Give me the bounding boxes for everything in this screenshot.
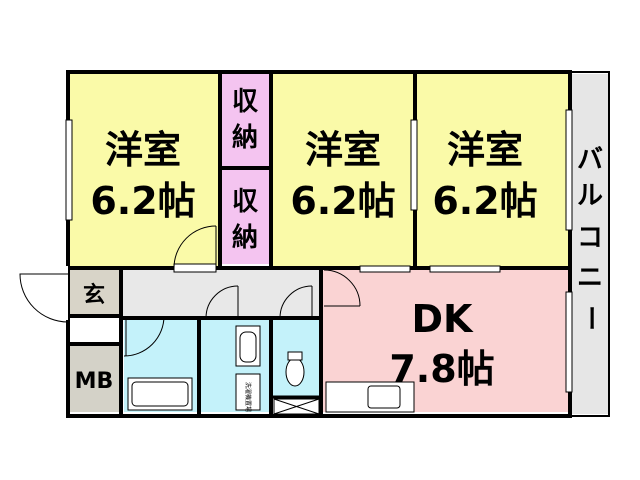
western-room-2-name: 洋室 bbox=[305, 128, 381, 172]
kitchen-counter bbox=[325, 381, 415, 413]
balcony-char-5: ー bbox=[575, 305, 605, 331]
closet-2 bbox=[221, 170, 270, 264]
walls bbox=[66, 70, 610, 418]
western-room-2 bbox=[272, 74, 414, 266]
windows bbox=[65, 109, 573, 393]
closet-2-line1: 収 bbox=[232, 187, 259, 217]
western-room-3-name: 洋室 bbox=[447, 128, 523, 172]
balcony-char-2: ル bbox=[577, 181, 603, 211]
bathtub bbox=[127, 377, 193, 411]
pipe-space bbox=[273, 398, 320, 415]
dk-name: DK bbox=[412, 297, 475, 341]
entrance-label: 玄 bbox=[83, 282, 105, 308]
western-room-1 bbox=[68, 74, 220, 266]
western-room-1-name: 洋室 bbox=[105, 128, 181, 172]
closet-1-line1: 収 bbox=[232, 87, 259, 117]
entrance bbox=[68, 270, 120, 316]
western-room-3-size: 6.2帖 bbox=[432, 179, 537, 223]
closet-1-line2: 納 bbox=[232, 122, 258, 153]
western-room-1-size: 6.2帖 bbox=[90, 179, 195, 223]
balcony bbox=[571, 74, 609, 414]
sink bbox=[235, 325, 261, 367]
doors bbox=[19, 225, 361, 357]
closet-2-line2: 納 bbox=[232, 222, 258, 253]
closet-1 bbox=[221, 74, 270, 166]
hallway bbox=[120, 270, 320, 316]
balcony-char-1: バ bbox=[577, 145, 603, 175]
mb-label: MB bbox=[75, 369, 114, 394]
mb-closet bbox=[68, 346, 120, 412]
toilet-fixture bbox=[285, 351, 305, 387]
washer-space bbox=[235, 373, 261, 411]
balcony-char-4: ニ bbox=[577, 263, 603, 293]
western-room-3 bbox=[417, 74, 569, 266]
balcony-char-3: コ bbox=[577, 223, 603, 253]
dk-size: 7.8帖 bbox=[389, 347, 494, 391]
western-room-2-size: 6.2帖 bbox=[290, 179, 395, 223]
washer-note: 洗濯機置場 bbox=[244, 382, 252, 412]
